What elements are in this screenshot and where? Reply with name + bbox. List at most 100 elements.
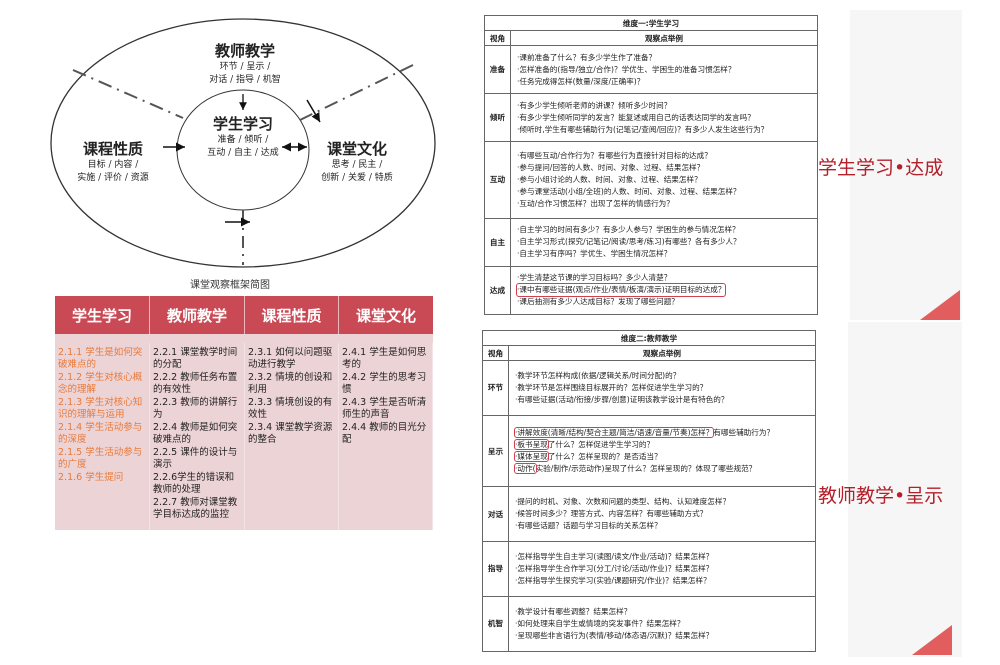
framework-shapes xyxy=(50,18,436,268)
header-perspective: 视角 xyxy=(482,345,509,361)
observation-point: 2.4.3 学生是否听清师生的声音 xyxy=(342,396,427,421)
observation-text: 了什么？怎样呈现的？是否适当？ xyxy=(547,452,662,461)
observation-point: 2.1.6 学生提问 xyxy=(58,471,124,483)
side-label-teacher-presentation: 教师教学•呈示 xyxy=(818,485,944,507)
observation-point: 2.1.4 学生活动参与的深度 xyxy=(58,421,143,446)
observation-item: ·自主学习有序吗？学优生、学困生情况怎样？ xyxy=(517,249,672,259)
observation-point: 2.4.1 学生是如何思考的 xyxy=(342,346,427,371)
table-row: 倾听·有多少学生倾听老师的讲课？倾听多少时间？·有多少学生倾听同学的发言？能复述… xyxy=(484,93,818,143)
observation-point: 2.3.4 课堂教学资源的整合 xyxy=(248,421,333,446)
column-header: 学生学习 xyxy=(55,296,150,334)
node-items: 互动 / 自主 / 达成 xyxy=(207,148,279,158)
column-header: 课堂文化 xyxy=(339,296,433,334)
row-items: ·自主学习的时间有多少？有多少人参与？学困生的参与情况怎样？ ·自主学习形式(探究… xyxy=(510,217,818,267)
observation-item: ·呈现哪些非言语行为(表情/移动/体态语/沉默)？结果怎样？ xyxy=(515,630,714,640)
observation-point: 2.2.3 教师的讲解行为 xyxy=(153,396,238,421)
row-items: ·课前准备了什么？有多少学生作了准备？·怎样准备的(指导/独立/合作)？学优生、… xyxy=(510,44,818,95)
side-label-student-achievement: 学生学习•达成 xyxy=(818,157,944,179)
observation-point: 2.2.1 课堂教学时间的分配 xyxy=(153,346,238,371)
table-row: 环节 ·教学环节怎样构成(依据/逻辑关系/时间分配)的？ ·教学环节是怎样围绕目标展… xyxy=(482,360,816,416)
table-row: 对话·提问的时机、对象、次数和问题的类型、结构、认知难度怎样？·候答时间多少？理… xyxy=(482,486,816,542)
observation-text: 实验/制作/示范动作)呈现了什么？怎样呈现的？体现了哪些规范？ xyxy=(535,464,757,473)
observation-item: ·学生清楚这节课的学习目标吗？多少人清楚？ xyxy=(517,273,672,283)
observation-item: ·互动/合作习惯怎样？出现了怎样的情感行为？ xyxy=(517,198,674,208)
node-items: 准备 / 倾听 / xyxy=(217,135,269,145)
curriculum-node: 课程性质 目标 / 内容 / 实施 / 评价 / 资源 xyxy=(63,138,163,185)
node-items: 目标 / 内容 / xyxy=(87,160,139,170)
observation-item: ·参与提问/回答的人数、时间、对象、过程、结果怎样？ xyxy=(517,162,705,172)
observation-point: 2.4.4 教师的目光分配 xyxy=(342,421,427,446)
row-items: ·怎样指导学生自主学习(读图/读文/作业/活动)？结果怎样？·怎样指导学生合作学… xyxy=(508,541,816,597)
observation-point: 2.2.4 教师是如何突破难点的 xyxy=(153,421,238,446)
observation-point: 2.2.7 教师对课堂教学目标达成的监控 xyxy=(153,496,238,521)
node-items: 创新 / 关爱 / 特质 xyxy=(321,173,393,183)
observation-item: ·如何处理来自学生或情境的突发事件？结果怎样？ xyxy=(515,618,685,628)
observation-item: ·有哪些证据(活动/衔接/步骤/创意)证明该教学设计是有特色的？ xyxy=(515,394,729,404)
divider-right xyxy=(299,64,414,121)
row-perspective: 互动 xyxy=(484,141,511,219)
observation-text: 有哪些辅助行为？ xyxy=(713,428,775,437)
observation-point: 2.1.2 学生对核心概念的理解 xyxy=(58,371,143,396)
observation-item: ·教学设计有哪些调整？结果怎样？ xyxy=(515,606,632,616)
header-examples: 观察点举例 xyxy=(510,30,818,46)
node-title: 教师教学 xyxy=(214,42,275,60)
column-header: 课程性质 xyxy=(245,296,339,334)
row-perspective: 对话 xyxy=(482,486,509,542)
observation-item: ·候答时间多少？理答方式、内容怎样？有哪些辅助方式？ xyxy=(515,509,708,519)
divider-left xyxy=(72,69,184,119)
observation-item: ·怎样指导学生探究学习(实验/课题研究/作业)？结果怎样？ xyxy=(515,575,711,585)
node-items: 实施 / 评价 / 资源 xyxy=(77,173,149,183)
classroom-observation-framework-diagram: 教师教学 环节 / 呈示 / 对话 / 指导 / 机智 学生学习 准备 / 倾听… xyxy=(45,10,445,275)
row-perspective: 环节 xyxy=(482,360,509,416)
observation-text: 了什么？怎样促进学生学习的？ xyxy=(547,440,655,449)
observation-item: ·参与课堂活动(小组/全班)的人数、时间、对象、过程、结果怎样？ xyxy=(517,186,741,196)
node-items: 环节 / 呈示 / xyxy=(219,62,271,72)
highlighted-text: ·媒体呈现 xyxy=(514,451,549,462)
arrow-culture xyxy=(306,99,321,123)
observation-item: ·教学环节是怎样围绕目标展开的？怎样促进学生学习的？ xyxy=(515,382,708,392)
corner-triangle-decoration xyxy=(920,290,960,320)
row-items: ·提问的时机、对象、次数和问题的类型、结构、认知难度怎样？·候答时间多少？理答方… xyxy=(508,486,816,542)
highlighted-text: ·讲解效度(清晰/结构/契合主题/简洁/语速/音量/节奏)怎样？ xyxy=(513,427,715,438)
row-perspective: 指导 xyxy=(482,541,509,597)
observation-point: 2.2.2 教师任务布置的有效性 xyxy=(153,371,238,396)
observation-item: ·课中有哪些证据(观点/作业/表情/板演/演示)证明目标的达成？ xyxy=(515,283,727,298)
observation-point: 2.1.5 学生活动参与的广度 xyxy=(58,446,143,471)
highlighted-text: ·板书呈现 xyxy=(514,439,549,450)
node-title: 课程性质 xyxy=(82,140,143,158)
row-perspective: 达成 xyxy=(484,265,511,316)
row-perspective: 自主 xyxy=(484,217,511,267)
observation-item: ·课后抽测有多少人达成目标？发现了哪些问题？ xyxy=(517,297,679,307)
corner-triangle-decoration xyxy=(912,625,952,655)
outer-ellipse xyxy=(50,18,436,268)
observation-item: ·教学环节怎样构成(依据/逻辑关系/时间分配)的？ xyxy=(515,370,681,380)
observation-point: 2.3.1 如何以问题驱动进行教学 xyxy=(248,346,333,371)
observation-item: ·有哪些话题？话题与学习目标的关系怎样？ xyxy=(515,521,662,531)
table-row: 呈示·讲解效度(清晰/结构/契合主题/简洁/语速/音量/节奏)怎样？有哪些辅助行… xyxy=(482,414,816,488)
row-items: ·有多少学生倾听老师的讲课？倾听多少时间？·有多少学生倾听同学的发言？能复述或用… xyxy=(510,93,818,143)
row-items: ·有哪些互动/合作行为？有哪些行为直接针对目标的达成？·参与提问/回答的人数、时… xyxy=(510,141,818,219)
observation-item: ·自主学习的时间有多少？有多少人参与？学困生的参与情况怎样？ xyxy=(517,225,740,235)
row-items: ·讲解效度(清晰/结构/契合主题/简洁/语速/音量/节奏)怎样？有哪些辅助行为？… xyxy=(508,414,816,488)
header-examples: 观察点举例 xyxy=(508,345,816,361)
table-row: 准备·课前准备了什么？有多少学生作了准备？·怎样准备的(指导/独立/合作)？学优… xyxy=(484,44,818,95)
table-row: 互动·有哪些互动/合作行为？有哪些行为直接针对目标的达成？·参与提问/回答的人数… xyxy=(484,141,818,219)
table-row: 达成 ·学生清楚这节课的学习目标吗？多少人清楚？·课中有哪些证据(观点/作业/表情… xyxy=(484,265,818,316)
student-learning-node: 学生学习 准备 / 倾听 / 互动 / 自主 / 达成 xyxy=(193,113,293,160)
diagram-caption: 课堂观察框架简图 xyxy=(190,280,270,291)
row-perspective: 倾听 xyxy=(484,93,511,143)
row-perspective: 呈示 xyxy=(482,414,509,488)
table-row: 指导·怎样指导学生自主学习(读图/读文/作业/活动)？结果怎样？·怎样指导学生合… xyxy=(482,541,816,597)
observation-item: ·自主学习形式(探究/记笔记/阅读/思考/练习)有哪些？各有多少人？ xyxy=(517,237,741,247)
observation-point: 2.4.2 学生的思考习惯 xyxy=(342,371,427,396)
row-items: ·教学设计有哪些调整？结果怎样？ ·如何处理来自学生或情境的突发事件？结果怎样？ ·… xyxy=(508,595,816,653)
teacher-teaching-observation-table: 维度二:教师教学视角观察点举例环节·教学环节怎样构成(依据/逻辑关系/时间分配)… xyxy=(482,330,816,653)
observation-point: 2.1.1 学生是如何突破难点的 xyxy=(58,346,143,371)
row-perspective: 机智 xyxy=(482,595,509,653)
observation-point: 2.1.3 学生对核心知识的理解与运用 xyxy=(58,396,143,421)
observation-point: 2.2.6学生的错误和教师的处理 xyxy=(153,471,235,496)
node-items: 对话 / 指导 / 机智 xyxy=(209,75,281,85)
